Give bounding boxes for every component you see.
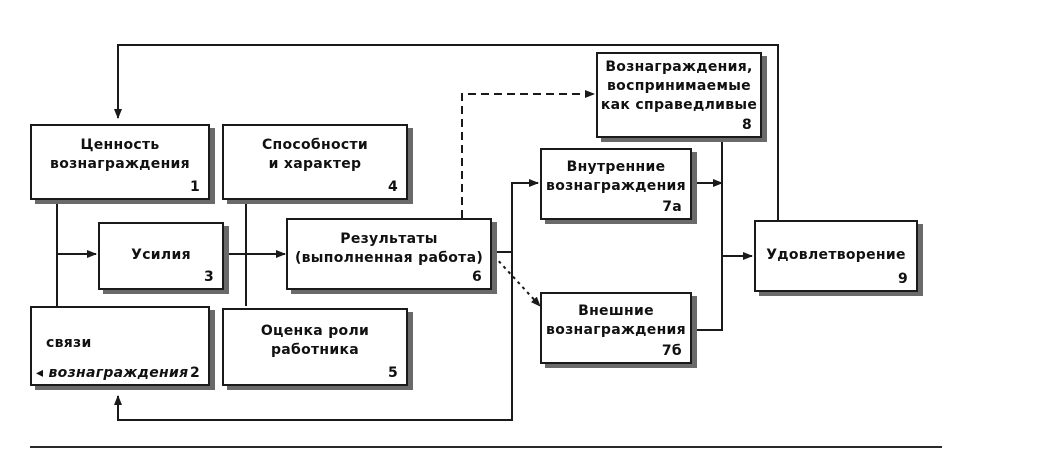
arrow-results-to-external bbox=[493, 255, 541, 307]
box-results: Результаты (выполненная работа) 6 bbox=[286, 218, 492, 290]
box-satisfaction-number: 9 bbox=[897, 271, 908, 287]
box-satisfaction: Удовлетворение 9 bbox=[754, 220, 918, 292]
box-results-label: Результаты (выполненная работа) bbox=[294, 231, 484, 266]
box-reward-ties-label: связи bbox=[46, 335, 92, 351]
box-abilities-number: 4 bbox=[387, 179, 398, 195]
box-external-rewards-number: 7б bbox=[661, 343, 682, 359]
box-abilities-label: Способности и характер bbox=[261, 137, 369, 172]
box-fair-rewards-label: Вознаграждения, воспринимаемые как справ… bbox=[600, 59, 758, 113]
box-effort-number: 3 bbox=[203, 269, 214, 285]
arrow-results-to-ties bbox=[114, 252, 513, 421]
box-abilities: Способности и характер 4 bbox=[222, 124, 408, 200]
box-role-assessment-number: 5 bbox=[387, 365, 398, 381]
box-internal-rewards-number: 7а bbox=[662, 199, 682, 215]
box-external-rewards: Внешние вознаграждения 7б bbox=[540, 292, 692, 364]
box-reward-ties-number: 2 bbox=[189, 365, 200, 381]
box-internal-rewards-label: Внутренние вознаграждения bbox=[546, 159, 686, 194]
arrow-results-to-internal bbox=[492, 179, 539, 253]
box-reward-ties: связи ◂ вознаграждения 2 bbox=[30, 306, 210, 386]
box-results-number: 6 bbox=[471, 269, 482, 285]
box-reward-value-number: 1 bbox=[189, 179, 200, 195]
box-reward-value-label: Ценность вознаграждения bbox=[50, 137, 190, 172]
bottom-divider bbox=[30, 446, 942, 448]
box-role-assessment: Оценка роли работника 5 bbox=[222, 308, 408, 386]
box-effort: Усилия 3 bbox=[98, 222, 224, 290]
box-role-assessment-label: Оценка роли работника bbox=[260, 323, 370, 358]
box-fair-rewards-number: 8 bbox=[741, 117, 752, 133]
box-external-rewards-label: Внешние вознаграждения bbox=[546, 303, 686, 338]
box-internal-rewards: Внутренние вознаграждения 7а bbox=[540, 148, 692, 220]
arrow-external-right bbox=[692, 256, 723, 331]
box-effort-label: Усилия bbox=[131, 247, 191, 263]
arrow-results-to-fair bbox=[461, 90, 595, 218]
box-fair-rewards: Вознаграждения, воспринимаемые как справ… bbox=[596, 52, 762, 138]
box-reward-value: Ценность вознаграждения 1 bbox=[30, 124, 210, 200]
box-satisfaction-label: Удовлетворение bbox=[766, 247, 906, 263]
box-reward-ties-label-2: ◂ вознаграждения bbox=[36, 365, 189, 381]
arrow-satisfaction-to-value bbox=[114, 44, 779, 220]
